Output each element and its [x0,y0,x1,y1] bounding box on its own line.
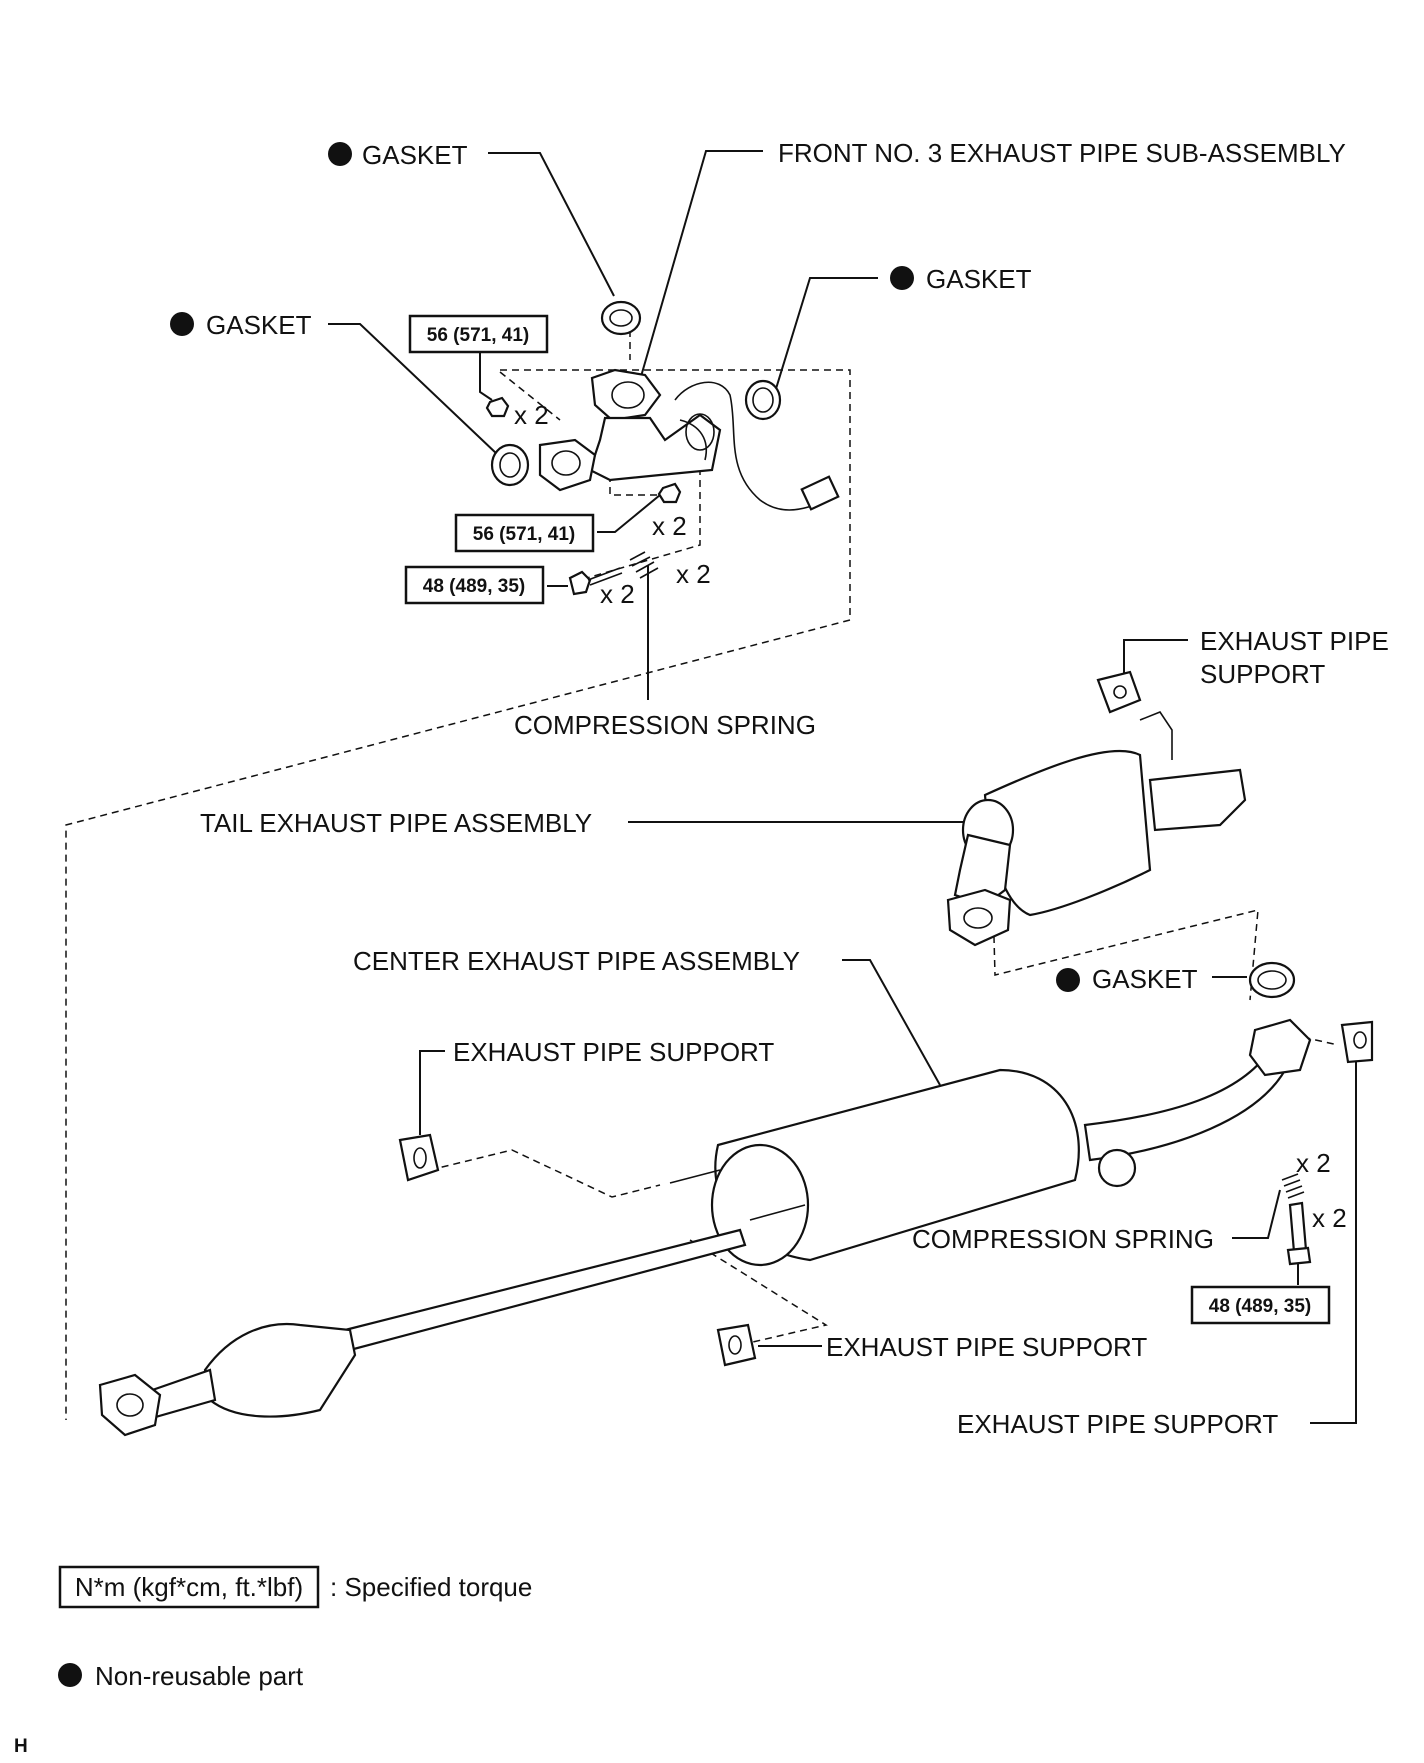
nonreusable-dot-icon [58,1663,82,1687]
gasket-left-icon [490,443,530,487]
catalytic-converter-icon [203,1323,357,1418]
nut-icon [485,396,510,418]
part-labels: GASKET FRONT NO. 3 EXHAUST PIPE SUB-ASSE… [200,138,1389,1439]
tail-tip-icon [1148,768,1247,832]
qty-label: x 2 [1296,1148,1331,1178]
torque-box [454,513,595,553]
figure-code: H [14,1736,28,1757]
nonreusable-dot-icon [890,266,914,290]
nonreusable-dot-icon [1056,968,1080,992]
qty-label: x 2 [676,559,711,589]
torque-boxes: 56 (571, 41) 56 (571, 41) 48 (489, 35) 4… [404,314,1331,1325]
sensor-connector-icon [800,475,840,511]
label-exhaust-support-tail-1: EXHAUST PIPE [1200,626,1389,656]
qty-label: x 2 [652,511,687,541]
torque-value: 48 (489, 35) [1209,1296,1311,1317]
spring-top-icon [629,551,659,579]
label-front-pipe: FRONT NO. 3 EXHAUST PIPE SUB-ASSEMBLY [778,138,1346,168]
gasket-center-icon [1248,961,1296,999]
qty-label: x 2 [1312,1203,1347,1233]
bolt-icon [1288,1201,1308,1254]
label-center-pipe: CENTER EXHAUST PIPE ASSEMBLY [353,946,800,976]
front-pipe-body-icon [588,413,722,482]
tail-support-icon [1096,670,1142,714]
nonreusable-dot-icon [328,142,352,166]
legend-torque-units: N*m (kgf*cm, ft.*lbf) [75,1572,303,1602]
gasket-right-icon [744,379,782,421]
legend: N*m (kgf*cm, ft.*lbf) : Specified torque… [58,1565,532,1691]
bottom-support-icon [716,1323,757,1367]
tail-pipe-assembly [946,670,1296,999]
torque-value: 56 (571, 41) [473,524,575,545]
sensor-wire-icon [674,381,816,511]
label-exhaust-support-tail-2: SUPPORT [1200,659,1325,689]
center-pipe-assembly [98,1018,1374,1437]
nonreusable-markers [58,142,1080,1687]
legend-torque-desc: : Specified torque [330,1572,532,1602]
gasket-top-icon [600,300,642,336]
label-exhaust-support-bottom: EXHAUST PIPE SUPPORT [826,1332,1147,1362]
label-gasket-left: GASKET [206,310,312,340]
torque-box [404,565,545,605]
qty-label: x 2 [600,579,635,609]
torque-box [408,314,549,354]
front-pipe-assembly [485,300,840,596]
tail-flange-icon [946,888,1012,947]
torque-box [1190,1285,1331,1325]
left-flange-icon [538,438,597,492]
torque-value: 48 (489, 35) [423,576,525,597]
upper-flange-icon [590,368,662,422]
center-flange-icon [1248,1018,1312,1077]
right-support-icon [1340,1020,1374,1064]
left-support-icon [398,1133,440,1182]
torque-value: 56 (571, 41) [427,325,529,346]
center-inlet-flange-icon [98,1373,162,1437]
legend-nonreusable-desc: Non-reusable part [95,1661,304,1691]
legend-torque-box [58,1565,320,1609]
label-gasket-top: GASKET [362,140,468,170]
nonreusable-dot-icon [170,312,194,336]
leader-lines [328,150,1357,1424]
label-exhaust-support-right: EXHAUST PIPE SUPPORT [957,1409,1278,1439]
nut-icon [657,482,682,504]
label-compression-spring-bottom: COMPRESSION SPRING [912,1224,1214,1254]
long-pipe-icon [343,1228,747,1352]
label-compression-spring-top: COMPRESSION SPRING [514,710,816,740]
quantity-labels: x 2 x 2 x 2 x 2 x 2 x 2 [514,400,1347,1233]
label-tail-pipe: TAIL EXHAUST PIPE ASSEMBLY [200,808,592,838]
label-gasket-center: GASKET [1092,964,1198,994]
qty-label: x 2 [514,400,549,430]
bolt-icon [568,570,592,596]
spring-bottom-icon [1281,1173,1305,1199]
label-exhaust-support-left: EXHAUST PIPE SUPPORT [453,1037,774,1067]
label-gasket-right: GASKET [926,264,1032,294]
